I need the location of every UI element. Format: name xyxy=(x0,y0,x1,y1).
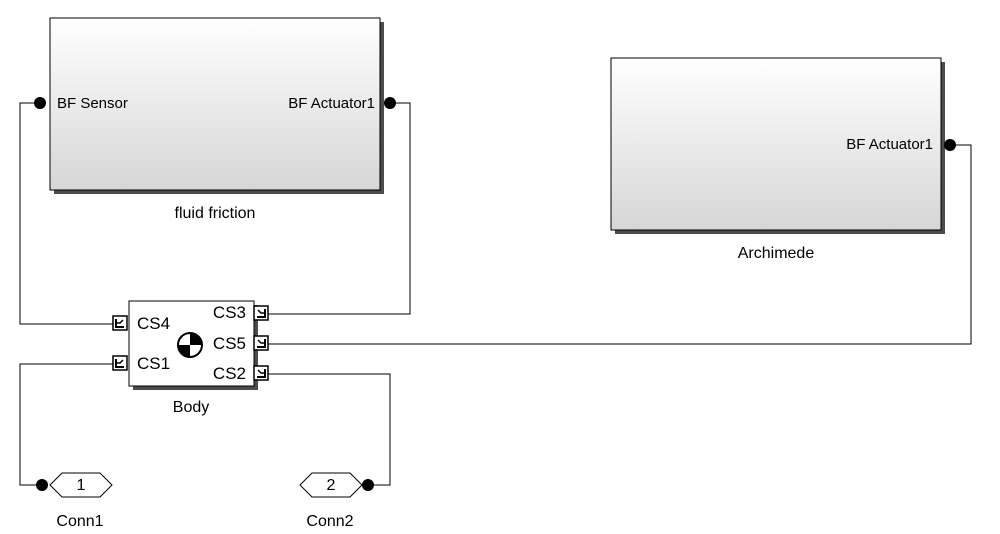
archimede-block-name[interactable]: Archimede xyxy=(738,245,815,262)
wire-bf-sensor-cs4[interactable] xyxy=(19,102,113,325)
center-of-mass-icon xyxy=(177,332,203,358)
cs3-port-label: CS3 xyxy=(213,303,246,322)
conn2-port-name[interactable]: Conn2 xyxy=(306,513,353,530)
archimede-block[interactable]: BF Actuator1 Archimede xyxy=(610,57,956,262)
conn1-port-number: 1 xyxy=(77,477,86,494)
frame-port-icon[interactable] xyxy=(112,355,128,371)
frame-port-icon[interactable] xyxy=(253,365,269,381)
port-dot-icon[interactable] xyxy=(34,97,46,109)
port-dot-icon[interactable] xyxy=(36,479,48,491)
cs5-port-label: CS5 xyxy=(213,334,246,353)
conn2-port[interactable]: 2 Conn2 xyxy=(299,472,374,530)
body-block[interactable]: CS4 CS1 CS3 CS5 CS2 Body xyxy=(112,300,269,416)
wire-archimede-cs5[interactable] xyxy=(265,144,972,345)
port-dot-icon[interactable] xyxy=(944,139,956,151)
frame-port-icon[interactable] xyxy=(112,315,128,331)
bf-actuator1-port-label: BF Actuator1 xyxy=(288,95,375,112)
wire-cs2-conn2[interactable] xyxy=(265,373,391,486)
body-block-name[interactable]: Body xyxy=(173,399,209,416)
wire-bf-actuator1-cs3[interactable] xyxy=(265,102,411,315)
archimede-bf-actuator1-port-label: BF Actuator1 xyxy=(846,136,933,153)
frame-port-icon[interactable] xyxy=(253,305,269,321)
port-dot-icon[interactable] xyxy=(362,479,374,491)
fluid-friction-block-name[interactable]: fluid friction xyxy=(175,205,256,222)
conn1-port-name[interactable]: Conn1 xyxy=(56,513,103,530)
wire-cs1-conn1[interactable] xyxy=(19,363,113,486)
frame-port-icon[interactable] xyxy=(253,335,269,351)
conn1-port[interactable]: 1 Conn1 xyxy=(36,472,113,530)
fluid-friction-block[interactable]: BF Sensor BF Actuator1 fluid friction xyxy=(34,17,396,222)
conn2-port-number: 2 xyxy=(327,477,336,494)
bf-sensor-port-label: BF Sensor xyxy=(57,95,128,112)
connection-lines xyxy=(19,102,972,486)
cs2-port-label: CS2 xyxy=(213,364,246,383)
port-dot-icon[interactable] xyxy=(384,97,396,109)
cs1-port-label: CS1 xyxy=(137,354,170,373)
cs4-port-label: CS4 xyxy=(137,314,170,333)
